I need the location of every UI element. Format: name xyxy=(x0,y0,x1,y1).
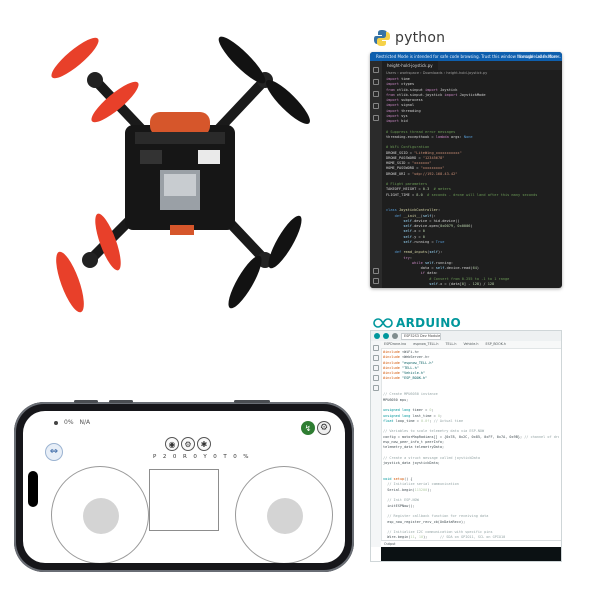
center-camera-frame xyxy=(149,469,219,531)
battery-percent: 0% xyxy=(64,419,74,426)
arduino-code: #include <WiFi.h> #include <WebServer.h>… xyxy=(383,350,559,541)
left-joystick-knob[interactable] xyxy=(83,498,119,534)
verify-icon[interactable] xyxy=(374,333,380,339)
phone-screen: 0% N/A ⇔ ◉ ⚙ ✱ P 2 0 R 0 Y 0 T 0 % ↯ ⚙ xyxy=(23,411,345,563)
banner-text: Restricted Mode is intended for safe cod… xyxy=(376,54,561,59)
boards-icon[interactable] xyxy=(373,355,379,361)
output-panel-header: Output xyxy=(381,540,561,547)
right-joystick[interactable] xyxy=(235,466,333,563)
python-snake-icon xyxy=(374,30,390,46)
manage-link[interactable]: Manage xyxy=(517,54,534,59)
file-tab[interactable]: Vehicle.h xyxy=(463,342,479,346)
volume-button xyxy=(74,400,98,403)
file-tabs: ESPDrone.ino espnow_TELL.h TELL.h Vehicl… xyxy=(381,341,561,349)
activity-bar xyxy=(370,61,382,288)
search-side-icon[interactable] xyxy=(373,385,379,391)
arduino-wordmark: ARDUINO xyxy=(396,316,462,330)
infinity-icon xyxy=(373,318,393,328)
signal-dot-icon xyxy=(54,420,58,425)
arduino-logo: ARDUINO xyxy=(373,316,461,330)
extensions-icon[interactable] xyxy=(373,115,379,121)
editor-tab[interactable]: height-hold-joystick.py xyxy=(382,61,438,70)
debug-icon[interactable] xyxy=(392,333,398,339)
volume-button xyxy=(109,400,133,403)
left-joystick[interactable] xyxy=(51,466,149,563)
board-selector[interactable]: ESP32S3 Dev Module xyxy=(401,333,441,340)
camera-icon[interactable]: ◉ xyxy=(165,437,179,451)
phone-mockup: 0% N/A ⇔ ◉ ⚙ ✱ P 2 0 R 0 Y 0 T 0 % ↯ ⚙ xyxy=(14,400,354,572)
right-joystick-knob[interactable] xyxy=(267,498,303,534)
explorer-icon[interactable] xyxy=(373,67,379,73)
drone-photo xyxy=(51,36,310,313)
debug-side-icon[interactable] xyxy=(373,375,379,381)
file-tab[interactable]: ESP_BOOK.h xyxy=(485,342,507,346)
python-wordmark: python xyxy=(395,30,446,46)
gear-icon[interactable]: ⚙ xyxy=(317,421,331,435)
run-debug-icon[interactable] xyxy=(373,103,379,109)
status-row: 0% N/A xyxy=(54,419,90,426)
arduino-ide-window: ESP32S3 Dev Module ESPDrone.ino espnow_T… xyxy=(370,330,562,562)
source-control-icon[interactable] xyxy=(373,91,379,97)
account-icon[interactable] xyxy=(373,268,379,274)
settings-icon[interactable]: ⚙ xyxy=(181,437,195,451)
file-tab[interactable]: espnow_TELL.h xyxy=(413,342,439,346)
up-down-arrows-icon[interactable]: ⇔ xyxy=(45,443,63,461)
file-tab[interactable]: TELL.h xyxy=(445,342,457,346)
python-code: import time import ctypes from ctlib.sin… xyxy=(386,77,538,286)
connection-status: N/A xyxy=(79,419,91,426)
connect-icon[interactable]: ↯ xyxy=(301,421,315,435)
restricted-mode-banner: Restricted Mode is intended for safe cod… xyxy=(370,52,562,61)
search-icon[interactable] xyxy=(373,79,379,85)
sensor-icon[interactable]: ✱ xyxy=(197,437,211,451)
breadcrumb: Users › workspace › Downloads › height-h… xyxy=(386,71,488,75)
learn-more-link[interactable]: Learn More xyxy=(535,54,558,59)
vscode-window: Restricted Mode is intended for safe cod… xyxy=(370,52,562,288)
manage-gear-icon[interactable] xyxy=(373,278,379,284)
output-console xyxy=(381,547,561,561)
upload-icon[interactable] xyxy=(383,333,389,339)
folder-icon[interactable] xyxy=(373,345,379,351)
power-button xyxy=(234,400,270,403)
ide-sidebar xyxy=(371,341,382,547)
telemetry-readout: P 2 0 R 0 Y 0 T 0 % xyxy=(153,454,251,460)
library-icon[interactable] xyxy=(373,365,379,371)
dynamic-island xyxy=(28,471,38,507)
file-tab[interactable]: ESPDrone.ino xyxy=(384,342,407,346)
python-logo: python xyxy=(373,28,463,48)
